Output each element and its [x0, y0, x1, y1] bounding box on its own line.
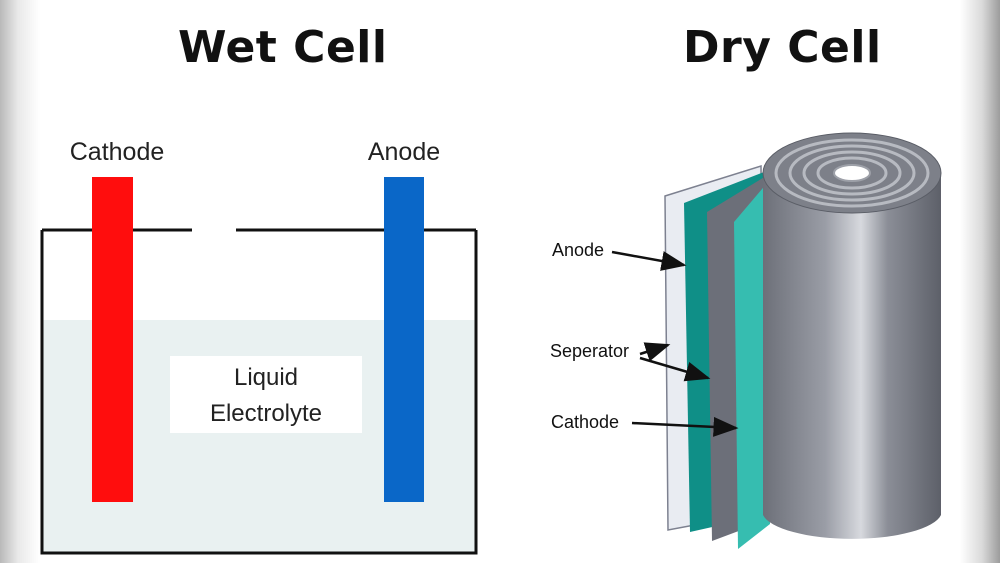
- anode-arrow: [611, 250, 687, 271]
- dry-cathode-label: Cathode: [551, 412, 619, 432]
- dry-separator-label: Seperator: [550, 341, 629, 361]
- roll-layer-2: [788, 144, 916, 202]
- cathode-sheet: [734, 182, 770, 549]
- dry-cell-title: Dry Cell: [683, 22, 882, 73]
- wet-cell-title: Wet Cell: [178, 22, 388, 73]
- separator-arrow-1: [639, 342, 671, 362]
- electrolyte-label-line1: Liquid: [234, 364, 298, 391]
- roll-layer-3: [802, 150, 902, 196]
- separator-arrow-2: [639, 356, 711, 382]
- cathode-label: Cathode: [70, 138, 165, 166]
- wet-cell-diagram: Cathode Anode Liquid Electrolyte: [40, 138, 478, 555]
- dry-cell-diagram: Anode Seperator Cathode: [550, 132, 942, 549]
- cathode-rod: [92, 177, 133, 502]
- electrolyte-label-box: [170, 356, 362, 433]
- roll-body: [763, 173, 941, 539]
- roll-core: [833, 164, 871, 182]
- anode-rod: [384, 177, 424, 502]
- anode-label: Anode: [368, 138, 440, 166]
- cathode-arrow: [631, 416, 739, 437]
- right-edge-shading: [960, 0, 1000, 563]
- roll-layer-4: [816, 156, 888, 190]
- container-outline: [40, 230, 478, 555]
- electrolyte-label-line2: Electrolyte: [210, 400, 322, 427]
- left-edge-shading: [0, 0, 40, 563]
- dry-anode-label: Anode: [552, 240, 604, 260]
- roll-layer-1: [774, 138, 930, 208]
